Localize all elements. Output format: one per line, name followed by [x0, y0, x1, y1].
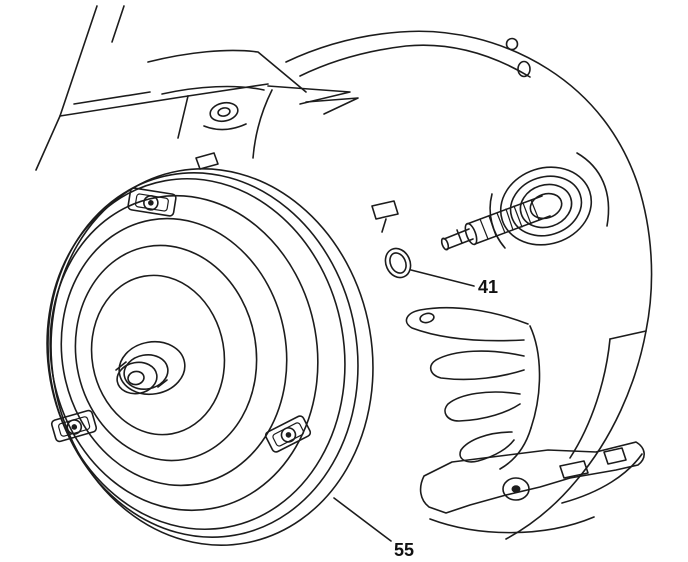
ring-finger — [444, 391, 521, 422]
housing-step — [569, 338, 611, 459]
middle-finger — [429, 350, 525, 381]
converter-ring — [74, 244, 258, 462]
callout-41-label: 41 — [478, 277, 498, 297]
mount-bracket — [419, 441, 645, 534]
bell-housing — [252, 30, 653, 540]
line-art: 41 55 — [35, 5, 653, 560]
housing-bottom-edge — [429, 516, 595, 534]
bolt-hole — [505, 37, 519, 51]
spline-line — [530, 199, 540, 221]
pilot-tip-cap — [440, 237, 450, 251]
leader-line-55 — [333, 497, 392, 542]
callout-41: 41 — [410, 269, 498, 297]
lug-nut-center — [71, 424, 78, 430]
bracket-pad — [603, 447, 627, 465]
hub-base-ring — [118, 340, 186, 396]
housing-clip-stem — [381, 218, 387, 233]
torque-converter — [46, 152, 374, 546]
lug-plate — [264, 415, 312, 453]
bracket-pad — [559, 460, 589, 479]
technician-hand — [405, 306, 541, 470]
converter-hub — [115, 340, 186, 396]
pilot-edge-top — [443, 228, 470, 240]
converter-lug-top — [127, 187, 177, 217]
converter-ring — [46, 177, 346, 531]
spline-line — [496, 212, 506, 234]
hub-cylinder-back — [123, 354, 169, 390]
rim-tab — [195, 152, 219, 170]
spline-line — [522, 202, 532, 225]
block-arm-bottom — [161, 85, 265, 95]
input-shaft-rings — [489, 152, 610, 249]
chevron-line — [305, 97, 359, 115]
housing-inner-edge — [299, 44, 531, 78]
bracket-outline — [419, 441, 645, 514]
boss-arc — [576, 152, 610, 227]
block-top-edge-inner — [73, 91, 151, 105]
spline-line — [488, 215, 497, 237]
chevron-marks — [267, 85, 359, 115]
converter-lug-left — [50, 409, 98, 443]
leader-line-41 — [410, 269, 475, 287]
lug-nut — [280, 427, 297, 443]
pilot-edge-bottom — [446, 238, 474, 250]
bolt-hole — [517, 60, 531, 78]
housing-clip — [371, 200, 399, 220]
bracket-hole — [502, 477, 530, 501]
lug-plate — [50, 409, 98, 443]
housing-left-edge — [252, 89, 273, 159]
shaft-splines — [479, 199, 540, 240]
converter-lug-right — [264, 415, 312, 453]
callout-55-label: 55 — [394, 540, 414, 560]
hub-side-line — [157, 379, 168, 388]
bracket-hole-center — [511, 485, 521, 493]
block-edge — [187, 83, 269, 97]
lug-nut-center — [285, 432, 292, 438]
spline-line — [505, 208, 514, 231]
spline-end-cap — [464, 222, 478, 246]
shaft-ring — [529, 192, 563, 220]
fingernail — [419, 312, 435, 324]
index-finger — [405, 306, 529, 342]
housing-bottom-edge — [561, 453, 643, 504]
lug-plate — [127, 187, 177, 217]
shaft-ring — [509, 175, 583, 237]
seal-inner — [389, 252, 407, 274]
block-arm-top — [147, 49, 307, 93]
converter-ring — [60, 217, 288, 487]
block-bore-hole-inner — [217, 107, 231, 117]
converter-face-rings — [49, 194, 319, 512]
seal-o-ring — [384, 247, 412, 279]
engine-block — [35, 5, 307, 171]
seal-outer — [384, 247, 412, 279]
block-edge — [177, 95, 189, 139]
block-edge — [59, 5, 98, 117]
lug-nut — [143, 195, 159, 211]
chevron-line — [267, 85, 351, 105]
hub-side-line — [115, 361, 127, 371]
block-edge — [111, 5, 125, 43]
lug-nut — [66, 419, 83, 435]
lug-nut-center — [148, 200, 154, 206]
block-boss-arc — [203, 123, 247, 131]
converter-ring — [49, 194, 319, 512]
palm-edge — [529, 325, 541, 429]
converter-ring — [90, 274, 226, 436]
hub-cylinder-front — [116, 361, 158, 395]
converter-rim — [46, 168, 374, 546]
block-top-edge — [59, 95, 189, 117]
callout-55: 55 — [333, 497, 414, 560]
pilot-step — [456, 229, 463, 244]
spline-line — [513, 205, 523, 228]
block-bore-hole — [209, 101, 239, 123]
input-shaft — [440, 195, 551, 251]
spline-line — [479, 218, 489, 240]
shaft-ring — [499, 166, 593, 246]
hub-pilot-hole — [127, 370, 145, 386]
converter-ring — [47, 172, 359, 538]
shaft-ring — [519, 183, 573, 229]
block-edge — [35, 115, 61, 171]
housing-step — [609, 330, 647, 340]
